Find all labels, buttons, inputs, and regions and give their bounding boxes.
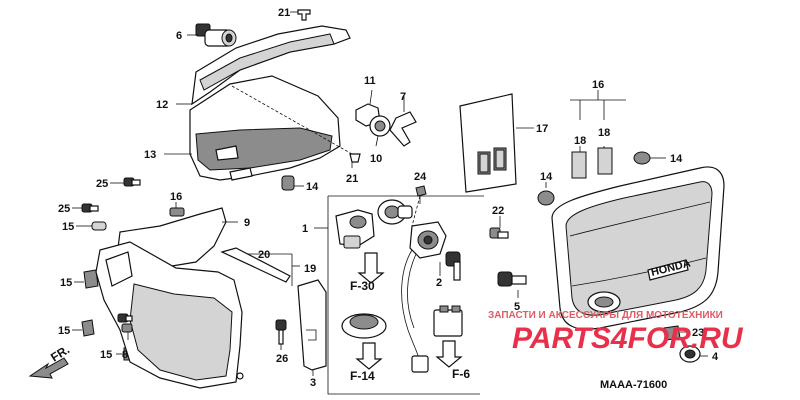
callout-10: 10 — [370, 153, 382, 165]
clip-15-b — [74, 269, 99, 289]
diagram-code: MAAA-71600 — [600, 379, 667, 391]
screw-21-mid — [349, 153, 361, 168]
callout-13: 13 — [144, 149, 156, 161]
callout-24: 24 — [414, 171, 427, 183]
fuel-cap-f14 — [341, 313, 387, 370]
callout-25-b: 25 — [58, 203, 70, 215]
nut-16-left — [169, 202, 185, 217]
inner-panel-9 — [95, 207, 244, 389]
ref-f6: F-6 — [452, 367, 470, 381]
bushing-10 — [369, 115, 391, 147]
watermark-logo: PARTS4FOR.RU — [512, 322, 744, 355]
bolt-5 — [117, 313, 133, 323]
switch-unit-f30 — [335, 209, 385, 284]
lock-set-frame-1 — [314, 195, 484, 395]
callout-3: 3 — [310, 377, 316, 389]
grommet-14-right-a — [633, 151, 666, 165]
key-2 — [445, 251, 461, 281]
bolt-26 — [275, 319, 287, 350]
key-cylinder-center — [377, 199, 413, 225]
callout-20: 20 — [258, 249, 270, 261]
screw-21-top — [290, 9, 311, 21]
callout-15-a: 15 — [62, 221, 74, 233]
callout-19: 19 — [304, 263, 316, 275]
ref-f14: F-14 — [350, 369, 375, 383]
clip-7 — [389, 96, 417, 147]
callout-14-right-b: 14 — [540, 171, 553, 183]
callout-21-mid: 21 — [346, 173, 358, 185]
callout-6: 6 — [176, 30, 182, 42]
bolt-25-b — [72, 203, 99, 213]
side-cover: HONDA — [551, 166, 725, 330]
clip-15-a — [76, 221, 107, 231]
trim-strip-20 — [220, 247, 293, 283]
watermark-tagline: ЗАПАСТИ И АКСЕССУАРЫ ДЛЯ МОТОТЕХНИКИ — [488, 310, 723, 321]
side-strip-3 — [297, 279, 327, 376]
callout-9: 9 — [244, 217, 250, 229]
callout-4: 4 — [712, 351, 719, 363]
nut-24 — [411, 185, 427, 227]
callout-15-d: 15 — [100, 349, 112, 361]
callout-26: 26 — [276, 353, 288, 365]
callout-16-right: 16 — [592, 79, 604, 91]
label-set-16 — [570, 90, 626, 179]
battery-f6 — [433, 305, 463, 368]
callout-15-b: 15 — [60, 277, 72, 289]
callout-25-a: 25 — [96, 178, 108, 190]
ref-f30: F-30 — [350, 279, 375, 293]
callout-15-c: 15 — [58, 325, 70, 337]
storage-lid-12 — [176, 25, 351, 106]
grommet-14-right-b — [537, 182, 555, 206]
nut-23 — [663, 325, 690, 341]
grommet-14-left — [281, 175, 304, 191]
callout-22: 22 — [492, 205, 504, 217]
callout-21-top: 21 — [278, 7, 290, 19]
label-sheet-17 — [459, 93, 534, 193]
callout-7: 7 — [400, 91, 406, 103]
key-5 — [497, 271, 527, 298]
callout-11: 11 — [364, 75, 376, 87]
bolt-22 — [489, 216, 509, 239]
callout-1: 1 — [302, 223, 308, 235]
callout-14-right-a: 14 — [670, 153, 683, 165]
key-cylinder-6 — [187, 23, 237, 47]
bracket-19 — [291, 265, 300, 286]
knob-4 — [679, 345, 708, 363]
callout-18-b: 18 — [598, 127, 610, 139]
callout-18-a: 18 — [574, 135, 586, 147]
callout-2: 2 — [436, 277, 442, 289]
callout-17: 17 — [536, 123, 548, 135]
callout-16-left: 16 — [170, 191, 182, 203]
callout-23: 23 — [692, 327, 704, 339]
ignition-switch-2 — [401, 221, 447, 373]
callout-14-left: 14 — [306, 181, 319, 193]
clip-15-c — [72, 319, 95, 337]
bolt-25-a — [110, 177, 141, 187]
collar-8 — [121, 323, 133, 340]
front-direction-label: FR. — [48, 342, 72, 364]
front-direction-arrow — [28, 357, 69, 379]
callout-8: 8 — [122, 349, 128, 361]
storage-box-13 — [164, 75, 353, 181]
callout-5: 5 — [514, 301, 520, 313]
callout-12: 12 — [156, 99, 168, 111]
